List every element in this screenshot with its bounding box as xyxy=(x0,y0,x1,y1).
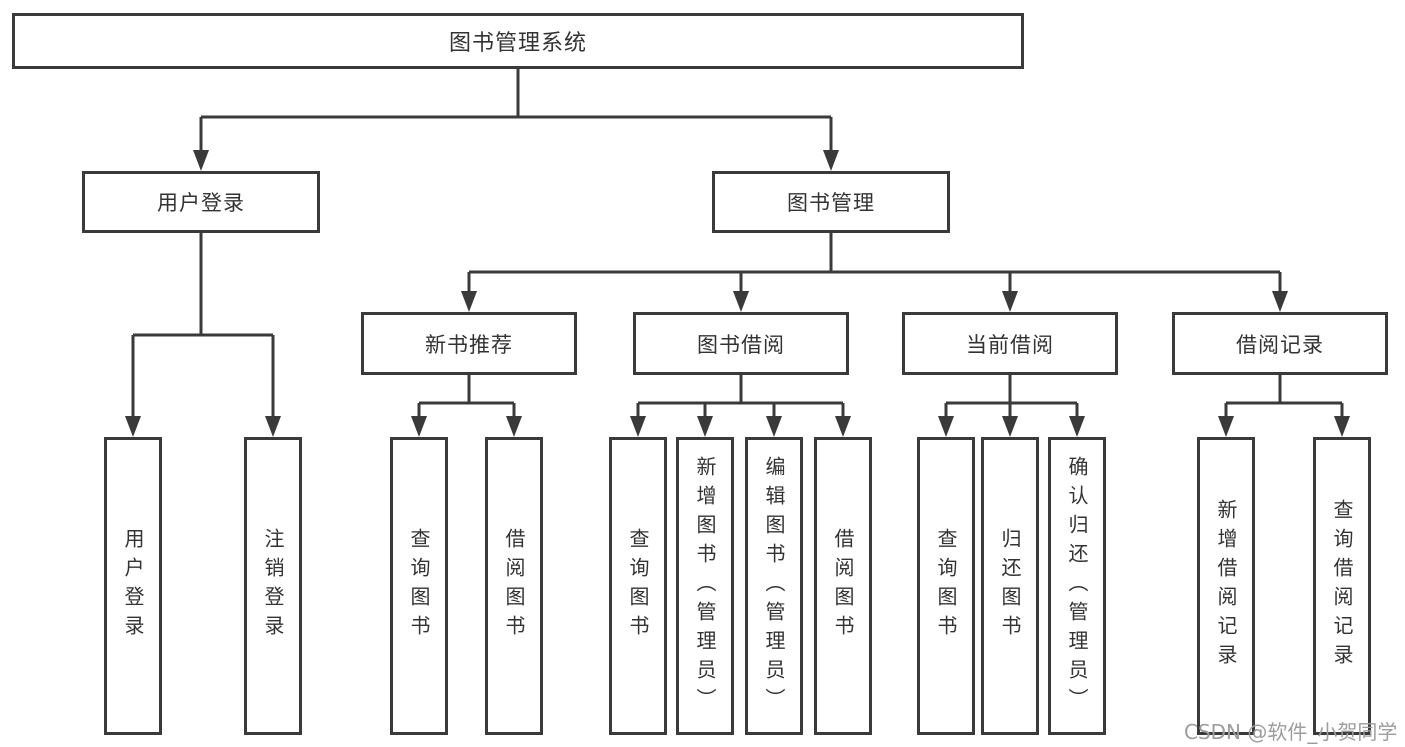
node-current-borrowing: 当前借阅 xyxy=(902,312,1118,375)
node-label: 归还图书 xyxy=(998,528,1022,644)
arrowhead xyxy=(461,291,477,312)
arrowhead xyxy=(506,416,522,437)
arrowhead xyxy=(125,416,141,437)
node-leaf-confirm-return-admin: 确认归还（管理员） xyxy=(1048,437,1106,735)
node-leaf-user-login: 用户登录 xyxy=(104,437,162,735)
arrowhead xyxy=(766,416,782,437)
arrowhead xyxy=(1334,416,1350,437)
node-leaf-add-books-admin: 新增图书（管理员） xyxy=(676,437,734,735)
node-library-management-system: 图书管理系统 xyxy=(12,13,1024,69)
node-label: 用户登录 xyxy=(121,528,145,644)
node-label: 图书借阅 xyxy=(697,332,785,357)
node-label: 新书推荐 xyxy=(425,332,513,357)
node-new-book-recommendation: 新书推荐 xyxy=(361,312,577,375)
arrowhead xyxy=(1218,416,1234,437)
connector-root-to-level2 xyxy=(199,68,833,153)
node-book-borrowing: 图书借阅 xyxy=(633,312,849,375)
node-label: 当前借阅 xyxy=(966,332,1054,357)
arrowhead xyxy=(835,416,851,437)
arrowhead xyxy=(1002,291,1018,312)
node-label: 图书管理系统 xyxy=(448,31,587,56)
node-label: 编辑图书（管理员） xyxy=(762,455,786,717)
node-label: 借阅图书 xyxy=(502,528,526,644)
node-leaf-return-books: 归还图书 xyxy=(981,437,1039,735)
node-label: 查询借阅记录 xyxy=(1330,499,1354,673)
arrowhead xyxy=(697,416,713,437)
arrowheads xyxy=(125,150,1350,437)
csdn-watermark: CSDN @软件_小贺同学 xyxy=(1184,720,1398,744)
node-label: 确认归还（管理员） xyxy=(1065,455,1089,717)
node-label: 注销登录 xyxy=(261,528,285,644)
arrowhead xyxy=(630,416,646,437)
node-leaf-borrow-books-2: 借阅图书 xyxy=(814,437,872,735)
node-user-login: 用户登录 xyxy=(82,171,320,233)
node-label: 新增借阅记录 xyxy=(1214,499,1238,673)
node-leaf-search-books-1: 查询图书 xyxy=(390,437,448,735)
node-label: 借阅记录 xyxy=(1236,332,1324,357)
node-label: 查询图书 xyxy=(407,528,431,644)
connector-borrow-record-to-leaves xyxy=(1224,375,1344,420)
connector-new-book-to-leaves xyxy=(417,375,516,420)
node-leaf-logout: 注销登录 xyxy=(244,437,302,735)
connector-book-borrow-to-leaves xyxy=(636,375,845,420)
node-label: 借阅图书 xyxy=(831,528,855,644)
node-borrow-records: 借阅记录 xyxy=(1172,312,1388,375)
connector-current-borrow-to-leaves xyxy=(944,375,1079,420)
arrowhead xyxy=(938,416,954,437)
node-label: 用户登录 xyxy=(157,191,245,215)
node-label: 查询图书 xyxy=(626,528,650,644)
node-leaf-borrow-books-1: 借阅图书 xyxy=(485,437,543,735)
node-leaf-search-borrow-record: 查询借阅记录 xyxy=(1313,437,1371,735)
arrowhead xyxy=(733,291,749,312)
connector-book-management-to-level3 xyxy=(467,233,1282,296)
node-label: 图书管理 xyxy=(787,191,875,215)
node-label: 查询图书 xyxy=(934,528,958,644)
arrowhead xyxy=(823,150,839,171)
arrowhead xyxy=(1069,416,1085,437)
node-leaf-edit-books-admin: 编辑图书（管理员） xyxy=(745,437,803,735)
arrowhead xyxy=(265,416,281,437)
node-book-management: 图书管理 xyxy=(712,171,950,233)
node-leaf-search-books-3: 查询图书 xyxy=(917,437,975,735)
arrowhead xyxy=(411,416,427,437)
node-leaf-search-books-2: 查询图书 xyxy=(609,437,667,735)
connector-user-login-to-leaves xyxy=(131,233,275,420)
node-label: 新增图书（管理员） xyxy=(693,455,717,717)
node-leaf-add-borrow-record: 新增借阅记录 xyxy=(1197,437,1255,735)
arrowhead xyxy=(193,150,209,171)
arrowhead xyxy=(1002,416,1018,437)
arrowhead xyxy=(1272,291,1288,312)
